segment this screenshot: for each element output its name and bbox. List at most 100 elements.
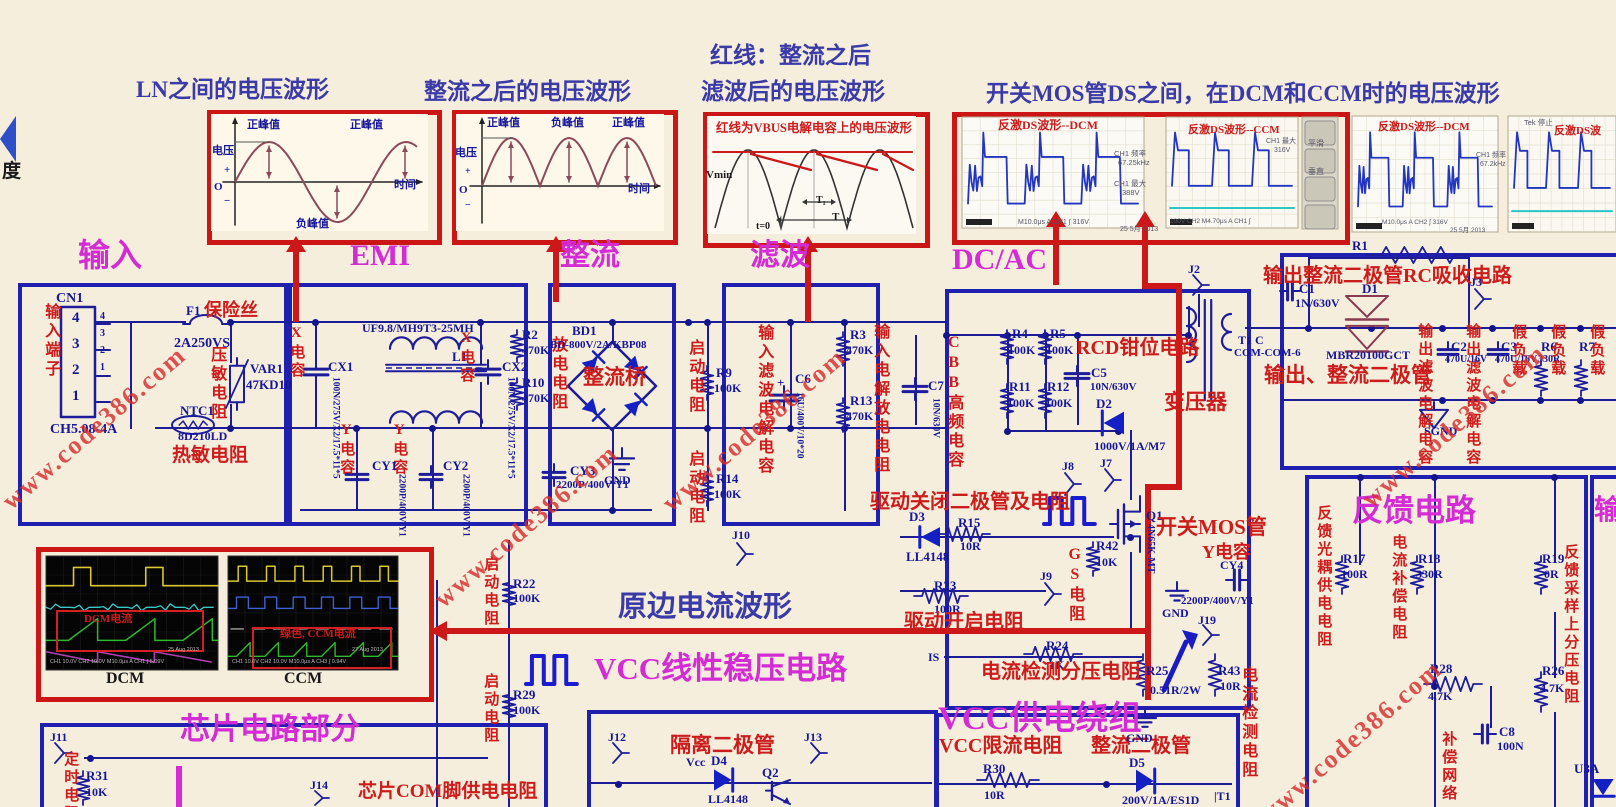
wire xyxy=(612,321,614,342)
resistor-r31 xyxy=(75,770,91,806)
section-title-emi: EMI xyxy=(350,239,410,272)
time-axis-label: 时间 xyxy=(628,183,650,195)
sine-waveform-diagram xyxy=(211,114,428,231)
sgnd-label: SGND xyxy=(1424,424,1458,438)
t0-label: t=0 xyxy=(756,221,771,232)
scope-title-ccm: 反激DS波形--CCM xyxy=(1188,124,1280,136)
val-d2: 1000V/1A/M7 xyxy=(1094,439,1166,453)
wire xyxy=(1176,283,1182,490)
val-r4: 100K xyxy=(1008,343,1036,357)
resistor-r29 xyxy=(501,689,517,723)
gnd-label: GND xyxy=(1126,731,1153,745)
ann-isolation-diode: 隔离二极管 xyxy=(670,733,775,757)
node-dot xyxy=(227,319,234,326)
ref-var1: VAR1 xyxy=(250,361,283,376)
ann-dcm-current: DCM电流 xyxy=(84,613,133,625)
wire xyxy=(155,427,947,429)
wire xyxy=(938,783,1232,785)
val-d5: 200V/1A/ES1D xyxy=(1122,793,1200,807)
pos-peak-label: 正峰值 xyxy=(612,117,645,129)
wire xyxy=(1188,306,1190,336)
ann-current-comp-res: 电流补偿电阻 xyxy=(1390,534,1407,642)
val-f1: 2A250VS xyxy=(174,336,231,351)
ref-l1: L1 xyxy=(452,349,468,364)
pos-peak-label: 正峰值 xyxy=(247,119,280,131)
val-r25: 0.51R/2W xyxy=(1150,683,1201,697)
val-r31: 10K xyxy=(86,785,108,799)
ann-discharge-res: 放电电阻 xyxy=(549,336,567,412)
wire xyxy=(1490,686,1492,728)
ref-r31: R31 xyxy=(86,768,109,783)
ann-y-cap: Y电容 xyxy=(391,422,408,477)
ann-bleeder-res: 输入电解放电电阻 xyxy=(871,323,889,475)
wire xyxy=(230,321,232,363)
ccm-highlight-rect xyxy=(252,627,392,669)
ann-timing-res: 定时电阻 xyxy=(62,751,79,807)
pin-4: 4 xyxy=(72,310,80,326)
wire xyxy=(1434,692,1436,807)
sine-panel-frame xyxy=(207,110,442,245)
resistor-r10 xyxy=(509,377,525,411)
output-section-box xyxy=(1280,253,1616,470)
jumper-j9 xyxy=(1044,582,1062,606)
ann-chip-com-res: 芯片COM脚供电电阻 xyxy=(358,781,538,802)
ref-c6: C6 xyxy=(795,371,811,386)
wire xyxy=(1308,257,1310,327)
ref-r23: R23 xyxy=(934,578,957,593)
val-r13: 470K xyxy=(846,409,874,423)
ann-drive-on-res: 驱动开启电阻 xyxy=(904,611,1024,633)
diode-d3 xyxy=(918,525,940,549)
ann-vcc-limit-res: VCC限流电阻 xyxy=(939,735,1063,757)
right-partial-box xyxy=(1590,475,1616,807)
ref-j19: J19 xyxy=(1198,613,1216,627)
diode-d5 xyxy=(1136,767,1157,795)
scope-readout: 67.25kHz xyxy=(1118,158,1150,167)
node-dot xyxy=(841,319,848,326)
ref-c1: C1 xyxy=(1299,281,1315,296)
wire xyxy=(1145,484,1151,700)
jumper-j3 xyxy=(1474,288,1492,310)
ann-input-terminal: 输入端子 xyxy=(42,303,60,379)
ntc-symbol xyxy=(171,415,215,435)
diode-d2 xyxy=(1100,409,1124,437)
val-r30: 10R xyxy=(984,788,1005,802)
val-r19: 0R xyxy=(1544,567,1559,581)
ref-is: IS xyxy=(928,650,940,664)
val-r23: 100R xyxy=(934,602,961,616)
ref-c7: C7 xyxy=(928,378,944,393)
transformer-secondary xyxy=(1220,312,1233,352)
red-arrow-icon xyxy=(1135,211,1155,227)
section-title-vcc-winding: VCC供电绕组 xyxy=(938,701,1142,737)
wire xyxy=(315,321,317,365)
val-r9: 100K xyxy=(714,381,742,395)
section-title-filter: 滤波 xyxy=(750,239,810,272)
pos-peak-label: 正峰值 xyxy=(350,119,383,131)
scope-date: 27 Aug 2013 xyxy=(352,647,383,653)
wire xyxy=(84,757,488,759)
wire xyxy=(790,321,792,429)
ref-j13: J13 xyxy=(804,730,822,744)
val-c1: 1N/630V xyxy=(1295,296,1340,310)
resistor-r13 xyxy=(835,397,851,433)
section-title-feedback: 反馈电路 xyxy=(1352,493,1476,528)
red-arrow-icon xyxy=(546,236,566,252)
bridge-rectifier xyxy=(566,340,658,432)
emi-section-box xyxy=(288,283,528,526)
ref-d5: D5 xyxy=(1129,755,1145,770)
scope-title-dcm: 反激DS波形--DCM xyxy=(998,118,1098,132)
ref-r28: R28 xyxy=(1430,661,1453,676)
capacitor-c8 xyxy=(1473,723,1497,745)
node-dot xyxy=(1489,397,1496,404)
scope-title-ccm: 反激DS波 xyxy=(1554,125,1602,137)
scope-date: 25 Aug 2013 xyxy=(168,647,199,653)
scope-date: 25 5月 2013 xyxy=(1450,227,1486,234)
diode-d4 xyxy=(714,767,735,793)
wire xyxy=(508,540,510,807)
dcac-section-box xyxy=(945,289,1251,710)
vcc-linear-box xyxy=(587,710,938,807)
gnd-label: GND xyxy=(1162,606,1189,620)
ref-j10: J10 xyxy=(732,528,750,542)
feedback-section-box xyxy=(1305,475,1588,807)
resistor-r6 xyxy=(1533,359,1549,397)
minus-label: − xyxy=(224,195,231,207)
